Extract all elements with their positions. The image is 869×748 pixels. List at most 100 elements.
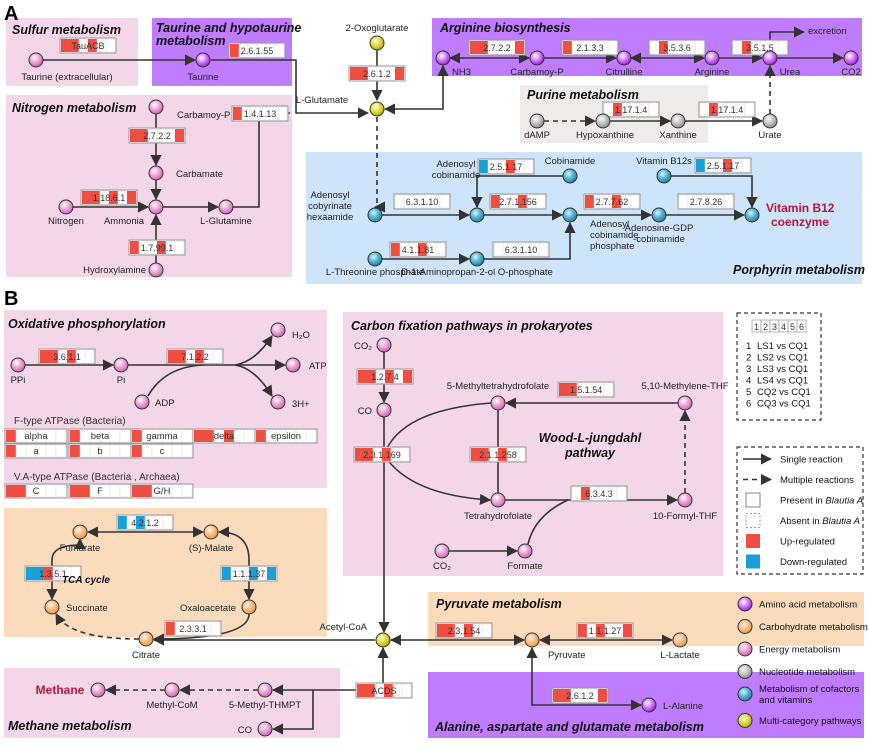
node-methylcom: Methyl-CoM <box>146 682 198 711</box>
enzyme-e1351[interactable]: 1.3.5.1 <box>24 565 82 582</box>
tca-cycle-label: TCA cycle <box>62 575 110 586</box>
enzyme-e11127[interactable]: 1.1.1.27 <box>576 622 634 639</box>
enzyme-delta[interactable]: delta <box>192 428 256 444</box>
enzyme-e15154[interactable]: 1.5.1.54 <box>557 381 615 398</box>
enzyme-e23154[interactable]: 2.3.1.54 <box>435 622 493 639</box>
enzyme-c[interactable]: c <box>130 443 194 459</box>
metabolite-node-co2_a-icon <box>843 50 859 66</box>
enzyme-alpha[interactable]: alpha <box>4 428 68 444</box>
enzyme-e2612a[interactable]: 2.6.1.2 <box>348 65 406 82</box>
enzyme-e3536[interactable]: 3.5.3.6 <box>648 39 706 56</box>
comparison-cell-3 <box>596 624 605 637</box>
enzyme-e4212[interactable]: 4.2.1.2 <box>116 514 174 531</box>
enzyme-e271156[interactable]: 2.7.1.156 <box>489 193 547 210</box>
enzyme-e11861[interactable]: 1.18.6.1 <box>80 189 138 206</box>
node-co_m: CO <box>238 721 273 737</box>
enzyme-beta[interactable]: beta <box>68 428 132 444</box>
comparison-cell-2 <box>659 41 668 54</box>
enzyme-e25117b[interactable]: 2.5.1.17 <box>694 157 752 174</box>
node-co2_b1: CO₂ <box>354 337 392 353</box>
enzyme-e14113[interactable]: 1.4.1.13 <box>231 105 289 122</box>
metabolite-label-damp: dAMP <box>524 130 550 141</box>
enzyme-e3515[interactable]: 3.5.1.5 <box>731 39 789 56</box>
enzyme-e11714a[interactable]: 1.17.1.4 <box>602 101 660 118</box>
comparison-cell-2 <box>70 39 79 52</box>
comparison-cell-2 <box>141 444 153 458</box>
comparison-cell-4 <box>224 430 234 442</box>
category-label: Metabolism of cofactors <box>759 684 860 695</box>
enzyme-e7122[interactable]: 7.1.2.2 <box>166 348 224 365</box>
node-atp: ATP <box>285 357 327 373</box>
enzyme-vGH[interactable]: G/H <box>130 483 194 499</box>
comparison-cell-6 <box>84 349 95 364</box>
enzyme-e2612b[interactable]: 2.6.1.2 <box>551 687 609 704</box>
enzyme-e27826[interactable]: 2.7.8.26 <box>677 193 735 210</box>
node-formylthf: 10-Formyl-THF <box>653 492 717 522</box>
comparison-cell-6 <box>439 194 450 209</box>
enzyme-e17991[interactable]: 1.7.99.1 <box>128 239 186 256</box>
enzyme-e11137[interactable]: 1.1.1.37 <box>220 565 278 582</box>
enzyme-e2722n[interactable]: 2.7.2.2 <box>128 127 186 144</box>
enzyme-e2722a[interactable]: 2.7.2.2 <box>468 39 526 56</box>
metabolite-label-adocbip: Adenosyl <box>590 219 629 230</box>
metabolite-node-glutamate-icon <box>369 101 385 117</box>
enzyme-label: 2.6.1.55 <box>241 46 274 56</box>
metabolite-label-oxoglutarate: 2-Oxoglutarate <box>346 23 409 34</box>
comparison-cell-1 <box>699 102 710 117</box>
metabolite-node-lactate-icon <box>672 632 688 648</box>
metabolite-label-acetylcoa: Acetyl-CoA <box>319 622 367 633</box>
enzyme-e2331[interactable]: 2.3.3.1 <box>164 620 222 637</box>
enzyme-e6343[interactable]: 6.3.4.3 <box>570 485 628 502</box>
edge-glu-nh3 <box>383 64 449 115</box>
enzyme-e26155[interactable]: 2.6.1.55 <box>228 42 286 59</box>
metabolite-node-methylthmpt-icon <box>257 682 273 698</box>
metabolite-node-co_b-icon <box>376 402 392 418</box>
enzyme-e1274[interactable]: 1.2.7.4 <box>356 368 414 385</box>
edge-h2o <box>234 335 273 366</box>
enzyme-e21258[interactable]: 2.1.1.258 <box>469 446 527 463</box>
enzyme-epsilon[interactable]: epsilon <box>254 428 318 444</box>
enzyme-gamma[interactable]: gamma <box>130 428 194 444</box>
comparison-cell-1 <box>166 622 175 635</box>
enzyme-e23169[interactable]: 2.3.1.169 <box>353 446 411 463</box>
enzyme-e3611[interactable]: 3.6.1.1 <box>38 348 96 365</box>
enzyme-label: 4.1.1.81 <box>402 245 435 255</box>
pathway-title-carbonfix: Carbon fixation pathways in prokaryotes <box>351 319 593 333</box>
enzyme-vF[interactable]: F <box>68 483 132 499</box>
node-nitrogen: Nitrogen <box>48 199 84 227</box>
comparison-cell-1 <box>732 40 743 55</box>
panel-letter-b: B <box>4 288 18 310</box>
enzyme-e21333[interactable]: 2.1.3.3 <box>561 39 619 56</box>
metabolite-node-methylcom-icon <box>164 682 180 698</box>
comparison-cell-1 <box>491 195 500 208</box>
comparison-cell-1 <box>358 370 367 383</box>
metabolite-label-thf: Tetrahydrofolate <box>464 511 532 522</box>
category-energy-icon <box>737 641 753 657</box>
metabolite-node-cobinamide-icon <box>562 168 578 184</box>
enzyme-a[interactable]: a <box>4 443 68 459</box>
node-damp: dAMP <box>524 113 550 141</box>
metabolite-node-succinate-icon <box>44 599 60 615</box>
enzyme-vC[interactable]: C <box>4 483 68 499</box>
comparison-cell-6 <box>175 129 184 142</box>
comparison-cell-6 <box>277 106 288 121</box>
metabolite-label-formate: Formate <box>507 561 542 572</box>
enzyme-e11714b[interactable]: 1.17.1.4 <box>698 101 756 118</box>
enzyme-e63110a[interactable]: 6.3.1.10 <box>393 193 451 210</box>
enzyme-e63110b[interactable]: 6.3.1.10 <box>492 241 550 258</box>
comparison-cell-2 <box>79 444 91 458</box>
node-thrp: L-Threonine phosphate <box>326 251 424 278</box>
comparison-cell-6 <box>648 102 659 117</box>
metabolite-label-h3: 3H+ <box>292 399 310 410</box>
metabolite-node-adocbip-icon <box>562 207 578 223</box>
enzyme-tauacb[interactable]: TauACB <box>59 37 117 54</box>
enzyme-b[interactable]: b <box>68 443 132 459</box>
enzyme-e25117a[interactable]: 2.5.1.17 <box>477 158 535 175</box>
enzyme-e27762[interactable]: 2.7.7.62 <box>583 193 641 210</box>
enzyme-acds[interactable]: ACDS <box>355 682 413 699</box>
enzyme-e41181[interactable]: 4.1.1.81 <box>389 241 447 258</box>
comparison-cell-2 <box>562 689 571 702</box>
